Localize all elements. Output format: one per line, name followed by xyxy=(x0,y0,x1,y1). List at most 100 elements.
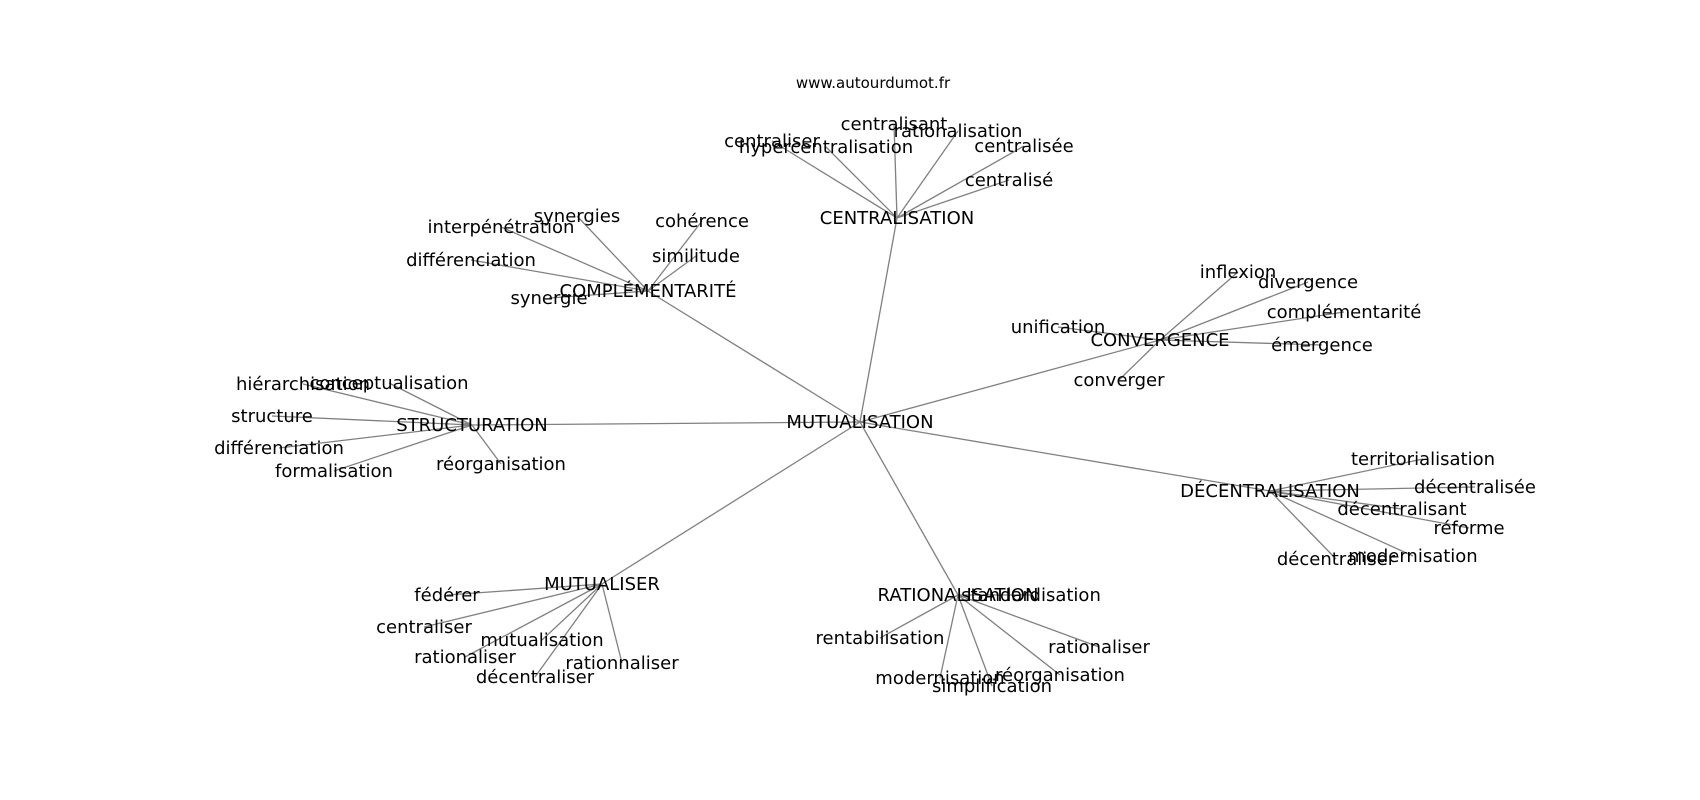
edge-hub-to-word xyxy=(957,594,1061,676)
word-node-label: similitude xyxy=(652,246,740,267)
word-node-label: mutualisation xyxy=(480,630,603,651)
edge-hub-to-word xyxy=(271,415,473,426)
edge-hub-to-word xyxy=(464,583,603,658)
edge-hub-to-word xyxy=(825,146,898,219)
edge-hub-to-word xyxy=(1159,311,1345,341)
word-node-label: centralisant xyxy=(841,114,948,135)
word-node-label: rationnaliser xyxy=(565,653,679,674)
word-node-label: centraliser xyxy=(376,617,472,638)
word-node-label: centralisé xyxy=(965,170,1053,191)
word-node-label: synergie xyxy=(510,288,587,309)
word-node-label: synergies xyxy=(534,206,620,227)
word-node-label: modernisation xyxy=(875,668,1004,689)
word-node-label: réorganisation xyxy=(436,454,566,475)
edge-hub-to-word xyxy=(771,140,898,219)
word-node-label: complémentarité xyxy=(1267,302,1422,323)
word-node-label: rationaliser xyxy=(414,647,516,668)
edge-hub-to-word xyxy=(647,220,703,292)
edge-hub-to-word xyxy=(333,424,473,472)
word-node-label: structure xyxy=(231,406,313,427)
edge-hub-to-word xyxy=(500,226,649,292)
edge-hub-to-word xyxy=(423,583,603,628)
word-node-label: rationaliser xyxy=(1048,637,1150,658)
word-node-label: centraliser xyxy=(724,131,820,152)
word-node-label: décentraliser xyxy=(476,667,595,688)
word-node-label: réforme xyxy=(1433,518,1504,539)
edge-hub-to-word xyxy=(957,594,993,687)
word-node-label: rationalisation xyxy=(894,121,1023,142)
word-node-label: rentabilisation xyxy=(816,628,945,649)
edge-hub-to-word xyxy=(446,583,603,596)
word-node-label: cohérence xyxy=(655,211,749,232)
edge-hub-to-word xyxy=(534,583,603,678)
edge-hub-to-word xyxy=(1057,326,1161,341)
edge-hub-to-word xyxy=(388,382,473,426)
edge-hub-to-word xyxy=(1269,490,1403,510)
word-node-label: modernisation xyxy=(1348,546,1477,567)
edge-hub-to-word xyxy=(541,583,603,641)
word-node-label: hypercentralisation xyxy=(739,137,913,158)
hub-node-label: CONVERGENCE xyxy=(1090,330,1229,351)
edge-hub-to-word xyxy=(548,290,649,299)
word-node-label: simplification xyxy=(932,676,1052,697)
edge-center-to-hub xyxy=(859,421,959,596)
edge-hub-to-word xyxy=(1118,339,1161,381)
edge-hub-to-word xyxy=(1159,339,1323,346)
word-node-label: centralisée xyxy=(974,136,1073,157)
hub-node-label: RATIONALISATION xyxy=(878,585,1039,606)
edge-hub-to-word xyxy=(879,594,959,639)
center-node-label: MUTUALISATION xyxy=(786,412,933,433)
hub-node-label: COMPLÉMENTARITÉ xyxy=(560,280,737,302)
edge-hub-to-word xyxy=(896,145,1025,219)
edges-layer xyxy=(271,123,1476,687)
labels-layer: MUTUALISATION CENTRALISATION centraliser ce… xyxy=(214,114,1536,697)
word-node-label: formalisation xyxy=(275,461,393,482)
hub-node-label: STRUCTURATION xyxy=(396,415,547,436)
edge-hub-to-word xyxy=(1159,281,1309,341)
word-node-label: divergence xyxy=(1258,272,1358,293)
word-node-label: décentraliser xyxy=(1277,549,1396,570)
edge-center-to-hub xyxy=(859,217,898,423)
word-node-label: différenciation xyxy=(406,250,536,271)
word-node-label: unification xyxy=(1011,317,1106,338)
edge-hub-to-word xyxy=(1269,486,1476,492)
edge-hub-to-word xyxy=(278,424,473,449)
edge-hub-to-word xyxy=(939,594,959,679)
edge-hub-to-word xyxy=(1159,271,1239,341)
edge-center-to-hub xyxy=(647,290,861,423)
word-node-label: fédérer xyxy=(414,585,480,606)
edge-hub-to-word xyxy=(896,130,959,219)
edge-hub-to-word xyxy=(896,179,1010,219)
word-node-label: standardisation xyxy=(961,585,1101,606)
edge-hub-to-word xyxy=(1269,490,1470,529)
word-node-label: émergence xyxy=(1271,335,1373,356)
word-node-label: converger xyxy=(1073,370,1165,391)
word-node-label: hiérarchisation xyxy=(236,374,370,395)
hub-node-label: CENTRALISATION xyxy=(820,208,974,229)
edge-hub-to-word xyxy=(893,123,898,219)
edge-hub-to-word xyxy=(601,583,623,664)
edge-hub-to-word xyxy=(647,255,697,292)
edge-hub-to-word xyxy=(1269,458,1424,492)
word-node-label: décentralisant xyxy=(1337,499,1466,520)
word-node-label: territorialisation xyxy=(1351,449,1495,470)
word-node-label: différenciation xyxy=(214,438,344,459)
word-node-label: interpénétration xyxy=(428,217,575,238)
edge-center-to-hub xyxy=(859,421,1271,492)
word-node-label: inflexion xyxy=(1200,262,1277,283)
edge-center-to-hub xyxy=(601,421,861,585)
word-node-label: réorganisation xyxy=(995,665,1125,686)
word-node-label: décentralisée xyxy=(1414,477,1536,498)
source-watermark: www.autourdumot.fr xyxy=(796,74,951,92)
edge-hub-to-word xyxy=(470,259,649,292)
edge-hub-to-word xyxy=(1269,490,1337,560)
edge-center-to-hub xyxy=(471,421,861,426)
edge-hub-to-word xyxy=(302,383,473,426)
hub-node-label: MUTUALISER xyxy=(544,574,660,595)
edge-hub-to-word xyxy=(576,215,649,292)
edge-hub-to-word xyxy=(1269,490,1414,557)
word-node-label: conceptualisation xyxy=(309,373,468,394)
edge-center-to-hub xyxy=(859,339,1161,423)
hub-node-label: DÉCENTRALISATION xyxy=(1180,480,1360,502)
